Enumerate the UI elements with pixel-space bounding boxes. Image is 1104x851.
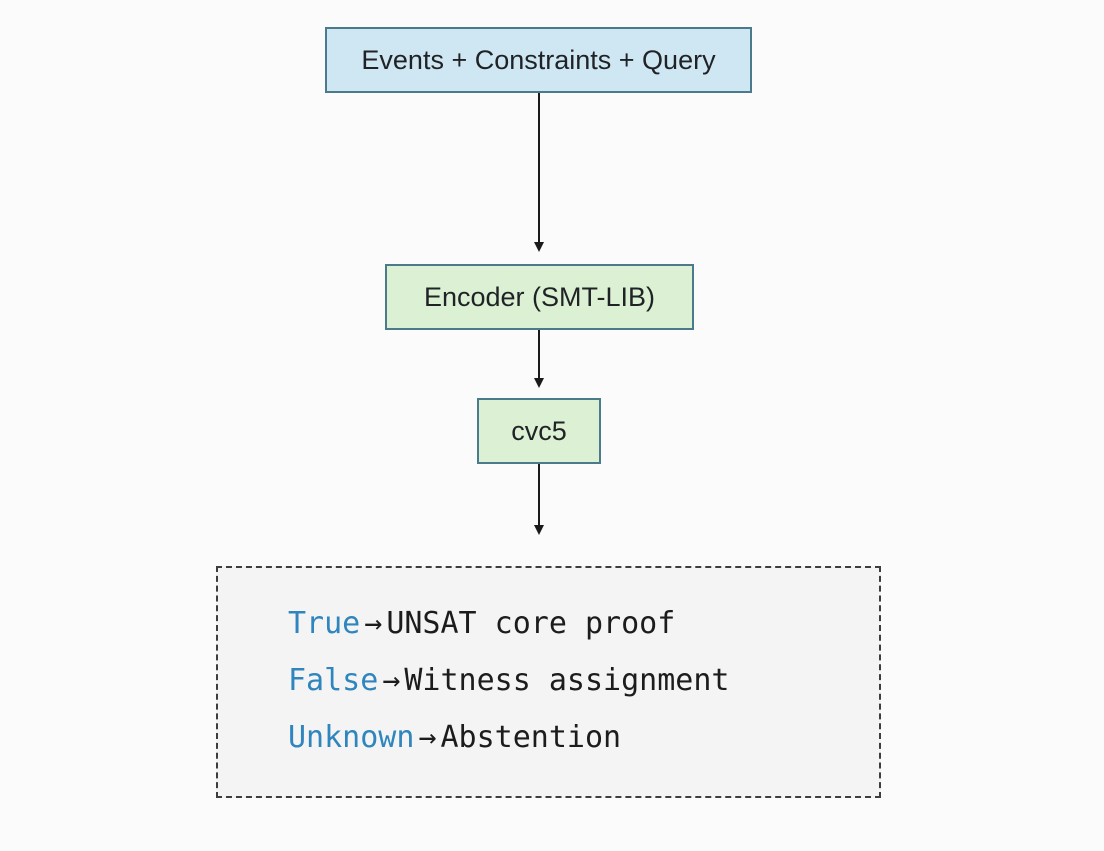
- outcome-false: False→Witness assignment: [288, 663, 729, 698]
- outcome-result: Witness assignment: [404, 663, 730, 698]
- encoder-node-label: Encoder (SMT-LIB): [423, 281, 656, 312]
- outcome-verdict: False: [288, 663, 379, 698]
- encoder-node: Encoder (SMT-LIB): [385, 264, 694, 330]
- input-node-label: Events + Constraints + Query: [361, 44, 716, 75]
- outcomes-box: True→UNSAT core proof False→Witness assi…: [216, 566, 881, 798]
- outcome-result: UNSAT core proof: [386, 606, 676, 641]
- outcome-true: True→UNSAT core proof: [288, 606, 675, 641]
- outcome-verdict: True: [288, 606, 361, 641]
- solver-node-label: cvc5: [511, 415, 567, 446]
- outcome-verdict: Unknown: [288, 720, 415, 755]
- outcome-arrow: →: [364, 606, 383, 641]
- outcome-arrow: →: [418, 720, 437, 755]
- outcome-unknown: Unknown→Abstention: [288, 720, 621, 755]
- outcome-arrow: →: [382, 663, 401, 698]
- input-node: Events + Constraints + Query: [325, 27, 752, 93]
- solver-node: cvc5: [477, 398, 601, 464]
- outcome-result: Abstention: [440, 720, 622, 755]
